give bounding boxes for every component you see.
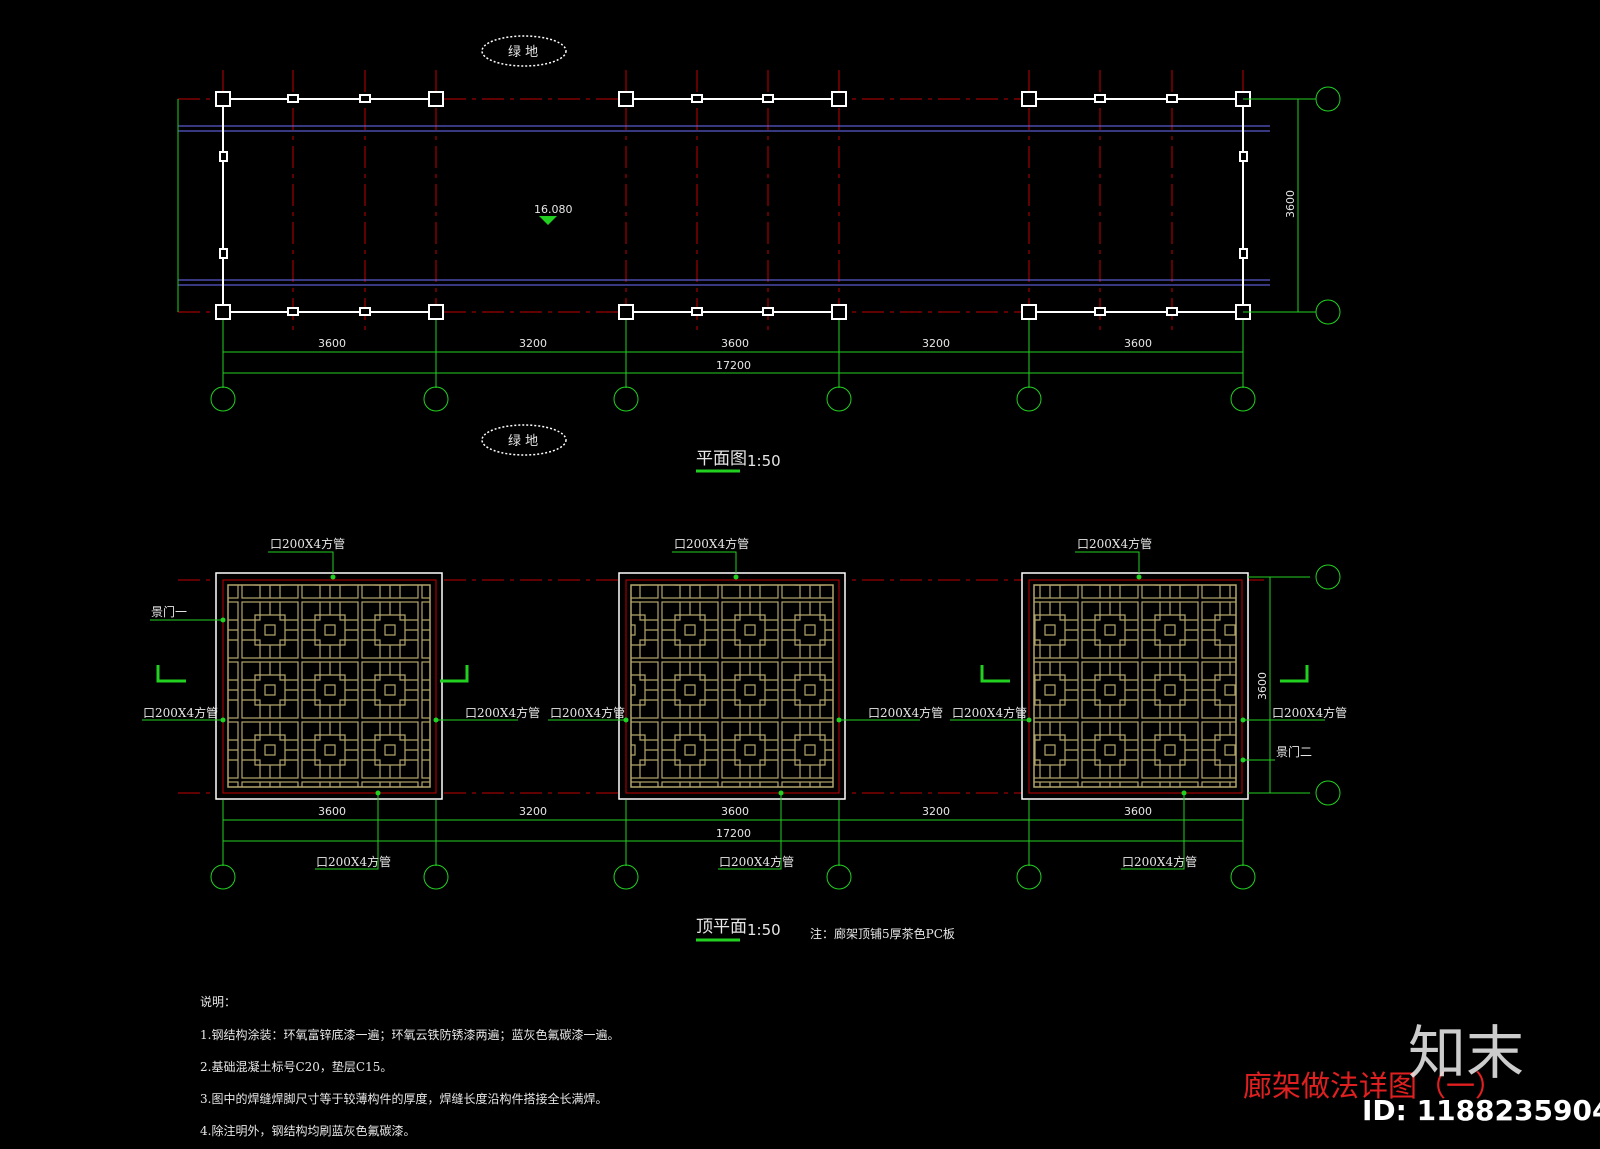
svg-text:3600: 3600	[1124, 805, 1152, 818]
plan-steel-frame	[222, 98, 1244, 313]
plan-axes	[222, 70, 1244, 330]
svg-text:3200: 3200	[922, 337, 950, 350]
tag-bottom: 绿 地	[481, 424, 567, 456]
roof-scale: 1:50	[747, 921, 781, 939]
roof-leader-dots	[220, 574, 1246, 796]
roof-axis-bubbles	[210, 564, 1341, 890]
elevation-marker	[539, 216, 557, 225]
svg-text:口200X4方管: 口200X4方管	[674, 536, 749, 551]
svg-text:口200X4方管: 口200X4方管	[316, 854, 391, 869]
svg-text:3600: 3600	[318, 805, 346, 818]
brand-logo: 知末	[1408, 1019, 1524, 1087]
plan-view: 16.080 绿 地 绿 地 3600 3200 3600 3200 3600 …	[177, 35, 1341, 473]
svg-text:3.图中的焊缝焊脚尺寸等于较薄构件的厚度，焊缝长度沿构件搭接: 3.图中的焊缝焊脚尺寸等于较薄构件的厚度，焊缝长度沿构件搭接全长满焊。	[200, 1091, 607, 1106]
svg-text:3200: 3200	[922, 805, 950, 818]
sheet-title: 廊架做法详图（一）	[1243, 1069, 1504, 1103]
svg-text:口200X4方管: 口200X4方管	[1272, 705, 1347, 720]
svg-text:17200: 17200	[716, 827, 751, 840]
section-mark-left	[156, 665, 186, 683]
plan-title: 平面图	[696, 449, 747, 469]
general-notes: 说明： 1.钢结构涂装：环氧富锌底漆一遍；环氧云铁防锈漆两遍；蓝灰色氟碳漆一遍。…	[200, 994, 619, 1138]
svg-text:说明：: 说明：	[200, 994, 236, 1009]
svg-text:口200X4方管: 口200X4方管	[550, 705, 625, 720]
svg-text:绿 地: 绿 地	[508, 45, 538, 60]
section-mark-mid	[440, 665, 469, 683]
plan-columns	[215, 91, 1251, 320]
plan-scale: 1:50	[747, 452, 781, 470]
svg-text:3600: 3600	[1124, 337, 1152, 350]
roof-note: 注：廊架顶铺5厚茶色PC板	[810, 926, 955, 941]
svg-text:2.基础混凝土标号C20，垫层C15。: 2.基础混凝土标号C20，垫层C15。	[200, 1059, 392, 1074]
svg-text:3600: 3600	[721, 337, 749, 350]
roof-leaders	[142, 551, 1325, 870]
svg-text:3600: 3600	[1256, 672, 1269, 700]
svg-text:1.钢结构涂装：环氧富锌底漆一遍；环氧云铁防锈漆两遍；蓝灰色: 1.钢结构涂装：环氧富锌底漆一遍；环氧云铁防锈漆两遍；蓝灰色氟碳漆一遍。	[200, 1027, 619, 1042]
plan-dimensions: 3600 3200 3600 3200 3600 17200 3600	[177, 98, 1310, 388]
image-id: ID: 1188235904	[1362, 1094, 1600, 1127]
svg-text:4.除注明外，钢结构均刷蓝灰色氟碳漆。: 4.除注明外，钢结构均刷蓝灰色氟碳漆。	[200, 1123, 415, 1138]
svg-text:绿 地: 绿 地	[508, 434, 538, 449]
roof-dimensions: 3600 3200 3600 3200 3600 17200 3600	[222, 576, 1310, 866]
svg-text:口200X4方管: 口200X4方管	[868, 705, 943, 720]
tag-top: 绿 地	[481, 35, 567, 67]
svg-text:17200: 17200	[716, 359, 751, 372]
svg-text:口200X4方管: 口200X4方管	[270, 536, 345, 551]
svg-text:3200: 3200	[519, 337, 547, 350]
svg-text:3600: 3600	[318, 337, 346, 350]
svg-text:3200: 3200	[519, 805, 547, 818]
svg-text:口200X4方管: 口200X4方管	[952, 705, 1027, 720]
elevation-label: 16.080	[534, 203, 573, 216]
roof-view: 口200X4方管 口200X4方管 口200X4方管 口200X4方管 口200…	[142, 536, 1347, 942]
roof-title: 顶平面	[696, 917, 747, 937]
svg-text:3600: 3600	[1284, 190, 1297, 218]
plan-axis-bubbles	[210, 86, 1341, 412]
pipe-labels: 口200X4方管 口200X4方管 口200X4方管 口200X4方管 口200…	[143, 536, 1347, 869]
svg-text:景门二: 景门二	[1276, 744, 1312, 759]
section-mark-right	[1280, 665, 1309, 683]
svg-text:景门一: 景门一	[151, 604, 187, 619]
section-mark-mid2	[980, 665, 1010, 683]
svg-text:口200X4方管: 口200X4方管	[1077, 536, 1152, 551]
svg-text:口200X4方管: 口200X4方管	[143, 705, 218, 720]
svg-text:口200X4方管: 口200X4方管	[1122, 854, 1197, 869]
roof-panels	[215, 572, 1249, 800]
svg-text:口200X4方管: 口200X4方管	[465, 705, 540, 720]
svg-text:3600: 3600	[721, 805, 749, 818]
svg-text:口200X4方管: 口200X4方管	[719, 854, 794, 869]
